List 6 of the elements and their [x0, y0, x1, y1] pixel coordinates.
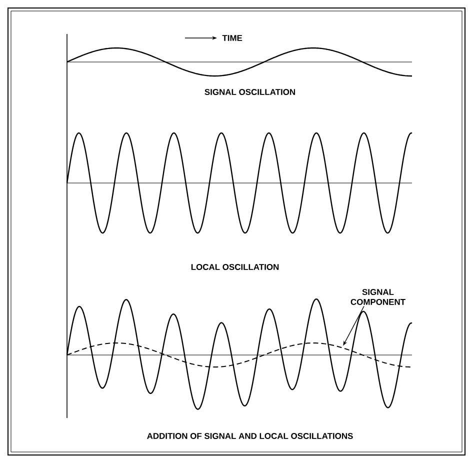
callout-text: SIGNAL COMPONENT	[350, 289, 406, 305]
dashed-wave	[66, 342, 412, 368]
caption: ADDITION OF SIGNAL AND LOCAL OSCILLATIONS	[147, 433, 353, 439]
caption: TIME	[222, 35, 242, 41]
caption: LOCAL OSCILLATION	[191, 264, 279, 270]
caption: SIGNAL OSCILLATION	[204, 89, 295, 95]
